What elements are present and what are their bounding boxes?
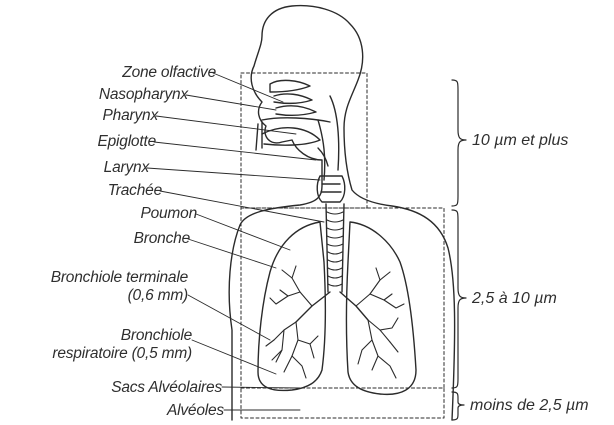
trachea-right-wall <box>342 204 344 292</box>
right-lung <box>347 222 417 394</box>
right-bronchial-tree <box>356 268 404 378</box>
label-epiglotte: Epiglotte <box>0 133 156 150</box>
palate <box>262 118 330 122</box>
trachea-rings <box>327 212 343 286</box>
larynx-rings <box>321 184 341 192</box>
label-bronchiole-respiratoire: Bronchiole <box>0 327 192 344</box>
turbinate-upper <box>274 94 312 103</box>
epiglottis <box>318 148 328 166</box>
label-bronchiole-respiratoire-size: respiratoire (0,5 mm) <box>0 345 192 362</box>
alveolar-zone-box <box>241 388 444 418</box>
left-bronchial-tree <box>266 266 318 378</box>
turbinate-lower <box>276 106 316 115</box>
size-zone-middle: 2,5 à 10 µm <box>472 290 557 308</box>
teeth <box>256 122 262 150</box>
size-zone-lower: moins de 2,5 µm <box>470 397 589 415</box>
label-trachee: Trachée <box>0 182 162 199</box>
label-bronche: Bronche <box>0 230 190 247</box>
label-larynx: Larynx <box>0 159 149 176</box>
lung-zone-box <box>241 208 444 388</box>
brace-lower <box>452 392 464 420</box>
pharynx-wall <box>330 96 339 170</box>
brace-upper <box>452 80 466 206</box>
label-pharynx: Pharynx <box>0 107 158 124</box>
size-zone-upper: 10 µm et plus <box>472 132 568 150</box>
label-poumon: Poumon <box>0 205 197 222</box>
left-lung <box>258 222 325 390</box>
right-main-bronchus <box>340 292 368 320</box>
label-nasopharynx: Nasopharynx <box>28 86 188 103</box>
label-alveoles: Alvéoles <box>0 402 224 419</box>
label-bronchiole-terminale: Bronchiole terminale <box>0 269 188 286</box>
nasal-cavity <box>270 80 310 92</box>
label-bronchiole-terminale-size: (0,6 mm) <box>0 287 188 304</box>
label-sacs-alveolaires: Sacs Alvéolaires <box>0 379 222 396</box>
trachea-left-wall <box>326 204 328 292</box>
label-zone-olfactive: Zone olfactive <box>56 64 216 81</box>
upper-airway-zone-box <box>241 73 367 208</box>
